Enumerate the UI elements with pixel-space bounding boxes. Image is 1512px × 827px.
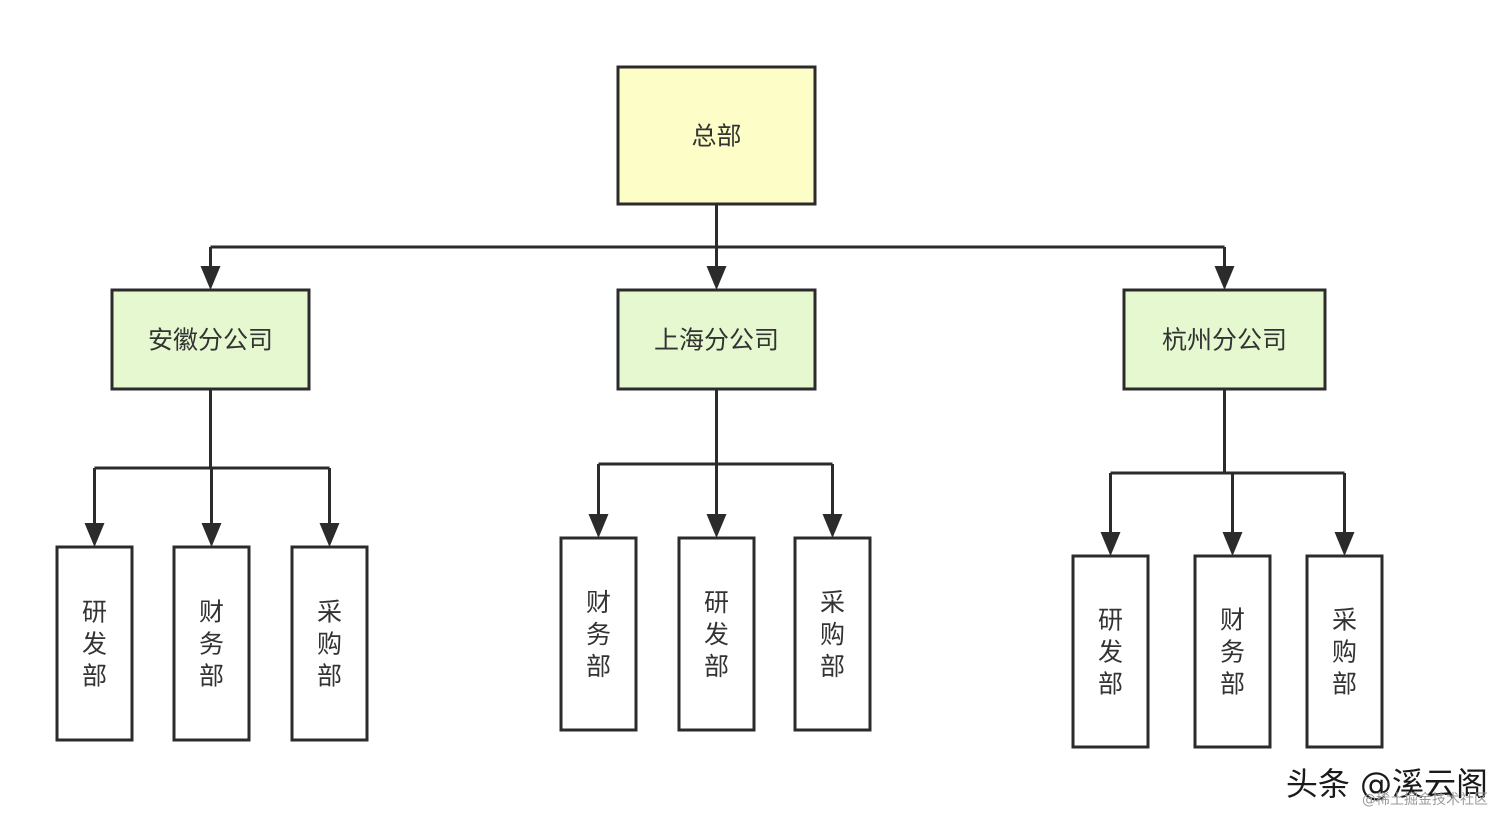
arrow-to-dept <box>1222 532 1243 556</box>
node-dept-box <box>1071 554 1150 749</box>
node-dept: 研发部 <box>677 536 756 732</box>
node-dept: 研发部 <box>55 545 134 742</box>
node-root: 总部 <box>616 65 817 206</box>
node-dept: 研发部 <box>1071 554 1150 749</box>
node-dept: 财务部 <box>172 545 251 742</box>
node-dept: 采购部 <box>1305 554 1384 749</box>
node-dept-box <box>793 536 872 732</box>
node-dept: 采购部 <box>793 536 872 732</box>
node-dept-box <box>290 545 369 742</box>
node-dept: 采购部 <box>290 545 369 742</box>
watermark-main: 头条 @溪云阁 <box>1286 765 1488 803</box>
node-dept: 财务部 <box>559 536 638 732</box>
node-dept-label: 采购部 <box>1332 606 1357 699</box>
node-branch-1: 安徽分公司 <box>110 288 311 391</box>
node-dept-box <box>677 536 756 732</box>
node-dept-box <box>1305 554 1384 749</box>
arrow-to-dept <box>319 523 340 547</box>
node-dept-box <box>559 536 638 732</box>
node-dept-box <box>172 545 251 742</box>
node-dept-label: 研发部 <box>82 598 107 691</box>
arrow-to-branch-1 <box>200 266 221 290</box>
arrow-to-branch-2 <box>706 266 727 290</box>
watermark-sub: @稀土掘金技术社区 <box>1362 792 1488 808</box>
arrow-to-dept <box>84 523 105 547</box>
node-dept: 财务部 <box>1193 554 1272 749</box>
node-dept-label: 研发部 <box>704 588 729 681</box>
node-branch-box <box>616 288 817 391</box>
arrow-to-dept <box>822 514 843 538</box>
arrow-to-dept <box>706 514 727 538</box>
node-branch-3: 杭州分公司 <box>1122 288 1327 391</box>
node-dept-label: 财务部 <box>199 598 224 691</box>
arrow-to-dept <box>1100 532 1121 556</box>
node-branch-label: 杭州分公司 <box>1162 326 1287 355</box>
node-branch-label: 上海分公司 <box>654 326 779 355</box>
node-branch-box <box>110 288 311 391</box>
node-dept-label: 采购部 <box>317 598 342 691</box>
node-branch-2: 上海分公司 <box>616 288 817 391</box>
node-dept-box <box>1193 554 1272 749</box>
arrow-to-dept <box>1334 532 1355 556</box>
node-dept-label: 财务部 <box>1220 606 1245 699</box>
node-branch-label: 安徽分公司 <box>148 326 273 355</box>
node-dept-box <box>55 545 134 742</box>
arrow-to-dept <box>588 514 609 538</box>
node-root-label: 总部 <box>691 122 741 151</box>
node-dept-label: 研发部 <box>1098 606 1123 699</box>
arrow-to-branch-3 <box>1214 266 1235 290</box>
connectors <box>84 204 1355 556</box>
node-root-box <box>616 65 817 206</box>
arrow-to-dept <box>201 523 222 547</box>
node-dept-label: 采购部 <box>820 588 845 681</box>
node-dept-label: 财务部 <box>586 588 611 681</box>
watermark: 头条 @溪云阁 @稀土掘金技术社区 <box>1286 765 1488 808</box>
node-branch-box <box>1122 288 1327 391</box>
